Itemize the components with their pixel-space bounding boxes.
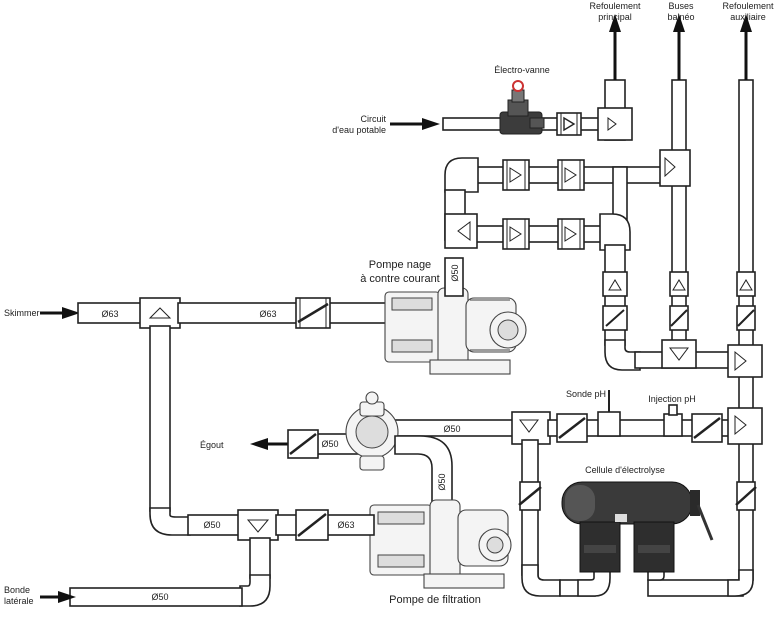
label-circuit-2: d'eau potable [332, 125, 386, 135]
egout-line [250, 429, 361, 459]
pompe-filtration-icon [369, 499, 512, 589]
check-valve-icon [556, 112, 582, 136]
check-valve-icon [557, 218, 585, 250]
label-bonde-1: Bonde [4, 585, 30, 595]
pompe-nage-icon [384, 257, 527, 375]
diameter-bottom-junction: Ø50 [203, 520, 220, 530]
labels: Refoulement principal Buses balnéo Refou… [4, 1, 774, 606]
label-sonde-ph: Sonde pH [566, 389, 606, 399]
label-refoulement-auxiliaire-1: Refoulement [722, 1, 774, 11]
label-bonde-2: latérale [4, 596, 34, 606]
label-pompe-nage-2: à contre courant [360, 273, 440, 285]
electrolyse-loop [518, 481, 757, 597]
electrolyse-cell-icon [561, 481, 714, 573]
potable-water-line [390, 80, 633, 141]
label-circuit-1: Circuit [360, 114, 386, 124]
skimmer-line [40, 297, 389, 512]
union-valve-icon [691, 413, 723, 443]
check-valve-icon [502, 159, 530, 191]
label-refoulement-principal-2: principal [598, 12, 632, 22]
collector [604, 339, 763, 378]
riser-valves [602, 271, 756, 331]
union-valve-icon [287, 429, 319, 459]
diameter-nage-riser: Ø50 [450, 264, 460, 281]
check-valve-icon [502, 218, 530, 250]
diameter-filtration-suction: Ø63 [337, 520, 354, 530]
label-refoulement-principal-1: Refoulement [589, 1, 641, 11]
label-skimmer: Skimmer [4, 308, 40, 318]
label-injection-ph: Injection pH [648, 394, 696, 404]
electrovanne-icon [499, 80, 545, 135]
label-pompe-filtration: Pompe de filtration [389, 594, 481, 606]
diameter-skimmer: Ø63 [101, 309, 118, 319]
label-electro-vanne: Électro-vanne [494, 65, 550, 75]
label-refoulement-auxiliaire-2: auxiliaire [730, 12, 766, 22]
manifold-valves [502, 159, 585, 250]
label-buses-balneo-1: Buses [668, 1, 694, 11]
union-valve-icon [295, 297, 331, 329]
multiport-valve-icon [345, 391, 453, 516]
filtration-suction [40, 507, 375, 607]
diameter-egout: Ø50 [321, 439, 338, 449]
label-cellule-electrolyse: Cellule d'électrolyse [585, 465, 665, 475]
label-buses-balneo-2: balnéo [667, 12, 694, 22]
union-valve-icon [735, 481, 757, 511]
union-valve-icon [295, 509, 329, 541]
label-pompe-nage-1: Pompe nage [369, 259, 431, 271]
diameter-bonde: Ø50 [151, 592, 168, 602]
diameter-labels: Ø63 Ø63 Ø50 Ø50 Ø50 Ø50 Ø50 Ø63 Ø50 [101, 264, 460, 602]
union-valve-icon [518, 481, 542, 511]
diameter-filtration-return: Ø50 [443, 424, 460, 434]
label-egout: Égout [200, 440, 224, 450]
check-valve-icon [557, 159, 585, 191]
diameter-filtration-riser: Ø50 [437, 473, 447, 490]
union-valve-icon [556, 413, 588, 443]
diameter-nage-suction: Ø63 [259, 309, 276, 319]
